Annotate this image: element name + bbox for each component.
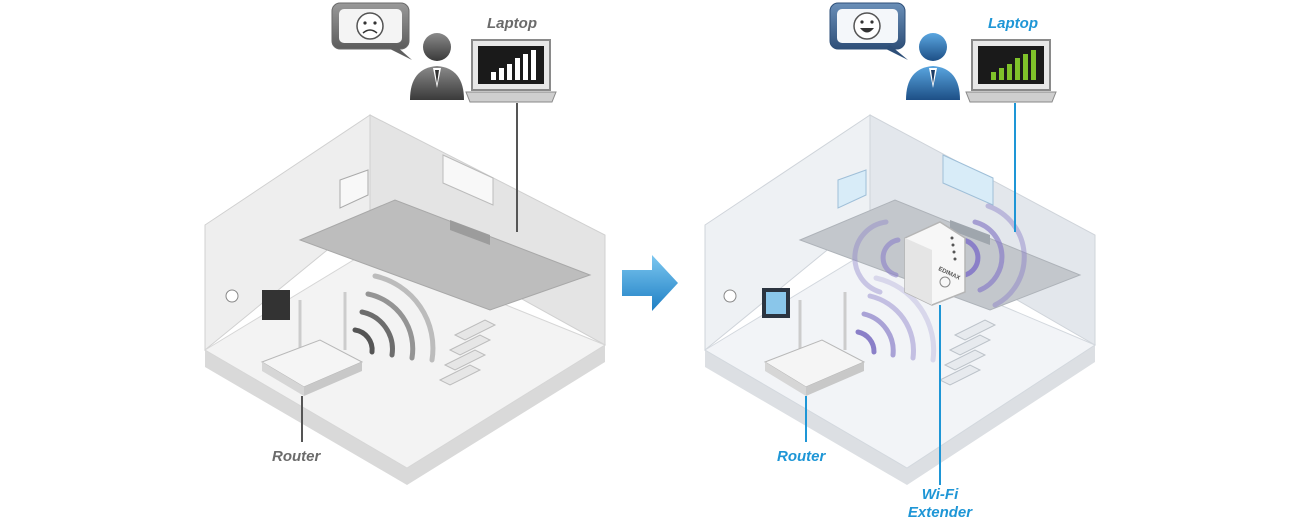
- extender-label-line1: Wi-Fi: [921, 486, 959, 503]
- house-before: [204, 114, 607, 485]
- router-label-before: Router: [272, 448, 321, 465]
- router-label-after: Router: [777, 448, 826, 465]
- person-icon-before: [410, 33, 464, 100]
- router-after: [763, 292, 866, 396]
- laptop-icon-after: [965, 39, 1057, 103]
- laptop-label-before: Laptop: [487, 15, 537, 32]
- signal-arcs-before: [352, 273, 436, 363]
- person-icon-after: [906, 33, 960, 100]
- laptop-label-after: Laptop: [988, 15, 1038, 32]
- wifi-extender-device: [904, 221, 966, 306]
- signal-arcs-extender: [852, 203, 1027, 308]
- signal-arcs-router-after: [855, 275, 937, 363]
- router-before: [260, 292, 364, 396]
- house-after: [704, 114, 1097, 485]
- extender-label-line2: Extender: [907, 504, 973, 521]
- happy-face-bubble-icon: [829, 2, 908, 60]
- right-arrow-icon: [622, 255, 678, 311]
- sad-face-bubble-icon: [331, 2, 412, 60]
- laptop-icon-before: [465, 39, 557, 103]
